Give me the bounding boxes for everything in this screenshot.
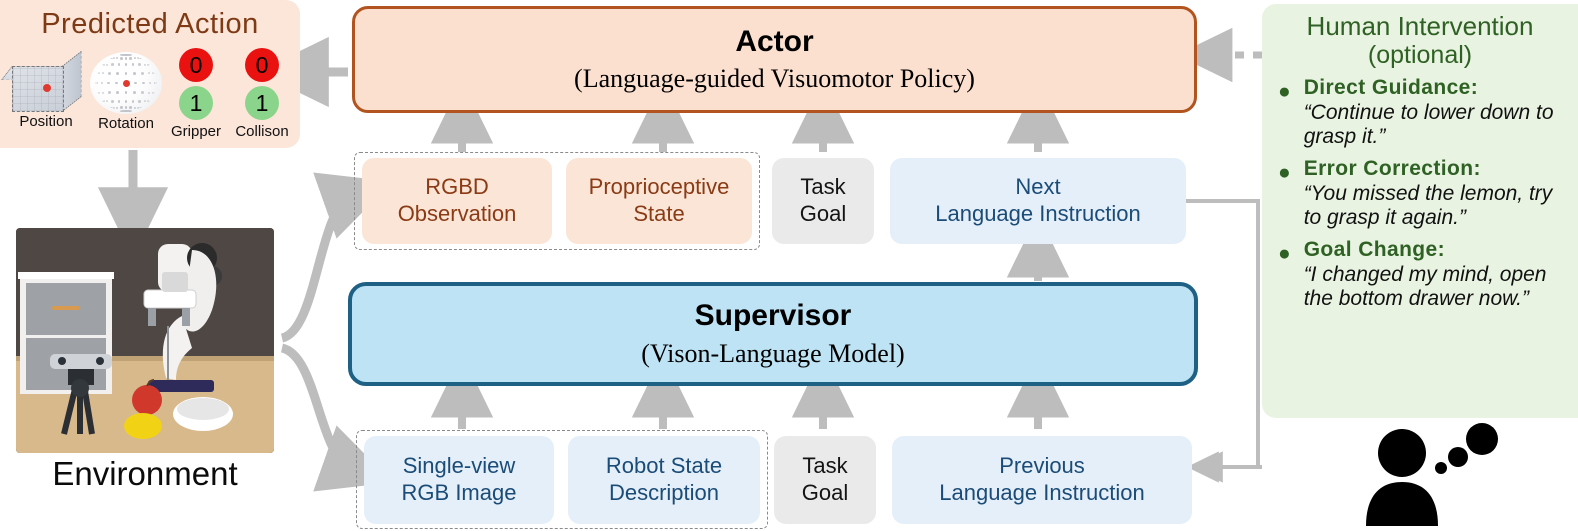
supervisor-input-robot-state-description: Robot State Description bbox=[568, 436, 760, 524]
supervisor-input-single-view-rgb-image-line1: Single-view bbox=[402, 453, 516, 479]
gripper-value-top: 0 bbox=[179, 48, 213, 82]
actor-input-next-language-instruction-line2: Language Instruction bbox=[935, 201, 1141, 226]
error-correction-heading: Error Correction: bbox=[1303, 156, 1481, 180]
predicted-action-title: Predicted Action bbox=[41, 8, 259, 40]
bullet-icon: ● bbox=[1278, 80, 1291, 104]
gripper-value-bottom: 1 bbox=[179, 86, 213, 120]
goal-change-heading: Goal Change: bbox=[1303, 237, 1445, 261]
predicted-action-panel: Predicted Action Position Rotation 0 1 G… bbox=[0, 0, 300, 148]
supervisor-input-previous-language-instruction: Previous Language Instruction bbox=[892, 436, 1192, 524]
direct-guidance-quote: “Continue to lower down to grasp it.” bbox=[1303, 101, 1554, 149]
actor-input-task-goal-line2: Goal bbox=[799, 201, 847, 226]
human-intervention-item-direct-guidance: ● Direct Guidance: “Continue to lower do… bbox=[1272, 76, 1568, 150]
actor-subtitle: (Language-guided Visuomotor Policy) bbox=[574, 64, 975, 94]
collision-value-bottom: 1 bbox=[245, 86, 279, 120]
error-correction-quote: “You missed the lemon, try to grasp it a… bbox=[1303, 181, 1553, 230]
rotation-label: Rotation bbox=[98, 115, 154, 132]
actor-input-proprioceptive-state: Proprioceptive State bbox=[566, 158, 752, 244]
environment-scene-illustration bbox=[16, 228, 274, 453]
actor-input-proprioceptive-state-line2: State bbox=[633, 201, 685, 226]
human-intervention-title-main: Human Intervention bbox=[1306, 11, 1534, 41]
actor-title: Actor bbox=[735, 24, 814, 58]
sphere-icon bbox=[90, 52, 162, 114]
gripper-label: Gripper bbox=[170, 123, 222, 140]
actor-input-task-goal-line1: Task bbox=[800, 174, 846, 200]
bullet-icon: ● bbox=[1278, 241, 1291, 265]
cube-icon bbox=[1, 50, 82, 112]
supervisor-input-previous-language-instruction-line2: Language Instruction bbox=[939, 480, 1145, 505]
person-thinking-icon bbox=[1366, 423, 1498, 526]
actor-input-rgbd-observation: RGBD Observation bbox=[362, 158, 552, 244]
supervisor-subtitle: (Vison-Language Model) bbox=[641, 338, 905, 368]
predicted-action-gripper: 0 1 Gripper bbox=[164, 48, 228, 140]
actor-observation-group bbox=[354, 152, 760, 250]
actor-input-rgbd-observation-line2: Observation bbox=[397, 201, 517, 226]
environment-label: Environment bbox=[52, 455, 238, 492]
actor-input-proprioceptive-state-line1: Proprioceptive bbox=[588, 174, 730, 200]
supervisor-input-single-view-rgb-image: Single-view RGB Image bbox=[364, 436, 554, 524]
direct-guidance-heading: Direct Guidance: bbox=[1303, 76, 1479, 100]
supervisor-input-task-goal: Task Goal bbox=[774, 436, 876, 524]
bullet-icon: ● bbox=[1278, 160, 1291, 184]
supervisor-input-task-goal-line1: Task bbox=[802, 453, 848, 479]
actor-box: Actor (Language-guided Visuomotor Policy… bbox=[352, 6, 1197, 113]
supervisor-input-task-goal-line2: Goal bbox=[801, 480, 849, 505]
collision-label: Collison bbox=[235, 123, 289, 140]
position-label: Position bbox=[19, 113, 73, 130]
predicted-action-position: Position bbox=[1, 50, 84, 130]
actor-input-task-goal: Task Goal bbox=[772, 158, 874, 244]
environment-photo bbox=[16, 228, 274, 453]
collision-value-top: 0 bbox=[245, 48, 279, 82]
human-intervention-title: Human Intervention (optional) bbox=[1272, 12, 1568, 69]
supervisor-input-previous-language-instruction-line1: Previous bbox=[999, 453, 1085, 479]
supervisor-input-robot-state-description-line2: Description bbox=[608, 480, 720, 505]
supervisor-input-single-view-rgb-image-line2: RGB Image bbox=[401, 480, 517, 505]
supervisor-input-robot-state-description-line1: Robot State bbox=[605, 453, 723, 479]
human-intervention-subtitle: (optional) bbox=[1367, 41, 1473, 70]
human-intervention-item-goal-change: ● Goal Change: “I changed my mind, open … bbox=[1272, 238, 1568, 312]
predicted-action-rotation: Rotation bbox=[88, 52, 164, 132]
human-intervention-panel: Human Intervention (optional) ● Direct G… bbox=[1262, 4, 1578, 418]
actor-input-rgbd-observation-line1: RGBD bbox=[425, 174, 489, 200]
goal-change-quote: “I changed my mind, open the bottom draw… bbox=[1303, 262, 1547, 310]
supervisor-box: Supervisor (Vison-Language Model) bbox=[348, 282, 1198, 386]
human-intervention-item-error-correction: ● Error Correction: “You missed the lemo… bbox=[1272, 157, 1568, 231]
actor-input-next-language-instruction: Next Language Instruction bbox=[890, 158, 1186, 244]
predicted-action-collision: 0 1 Collison bbox=[230, 48, 294, 140]
supervisor-observation-group bbox=[356, 430, 768, 529]
supervisor-title: Supervisor bbox=[694, 299, 852, 333]
actor-input-next-language-instruction-line1: Next bbox=[1015, 174, 1061, 200]
